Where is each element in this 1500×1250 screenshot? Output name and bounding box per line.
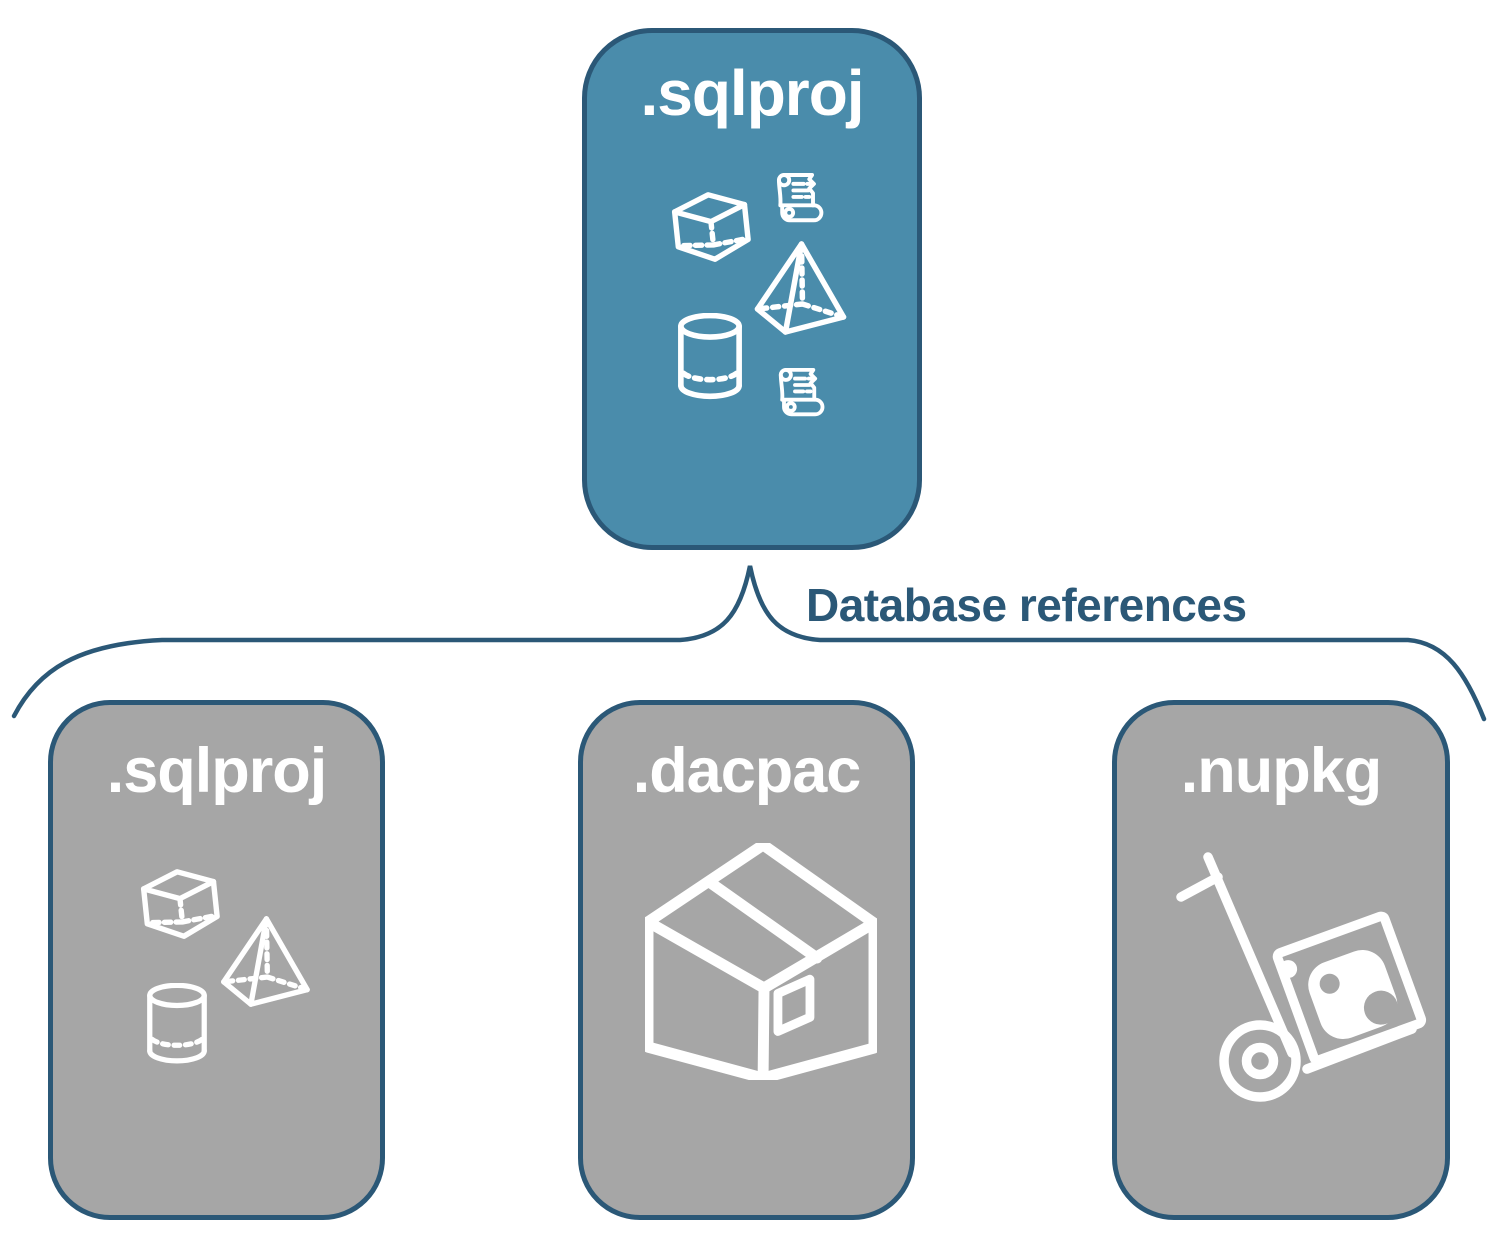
node-dacpac: .dacpac: [578, 700, 915, 1220]
node-label: .nupkg: [1180, 736, 1382, 806]
pyramid-icon: [213, 913, 314, 1010]
hand-truck-icon: [1170, 845, 1430, 1105]
node-nupkg: .nupkg: [1112, 700, 1450, 1220]
node-sqlproj-child: .sqlproj: [48, 700, 385, 1220]
node-label: .dacpac: [632, 736, 862, 806]
package-box-icon: [645, 843, 877, 1080]
node-label: .sqlproj: [106, 736, 328, 806]
node-sqlproj-root: .sqlproj: [582, 28, 922, 550]
cylinder-icon: [142, 983, 212, 1069]
edge-label-database-references: Database references: [806, 579, 1247, 631]
node-label: .sqlproj: [640, 57, 864, 129]
